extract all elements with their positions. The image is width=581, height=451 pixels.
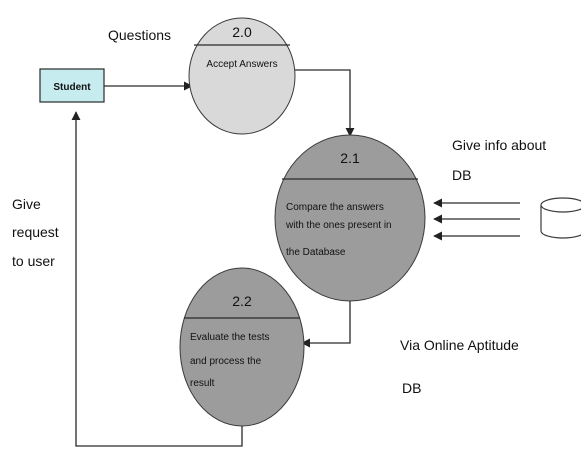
give-info-label: DB xyxy=(452,167,471,183)
process-evaluate-tests: 2.2 Evaluate the tests and process the r… xyxy=(179,267,305,427)
give-request-label: request xyxy=(12,224,59,240)
result-to-student-arrow xyxy=(71,111,243,447)
process-text-line: Accept Answers xyxy=(206,59,277,70)
process-accept-answers: 2.0 Accept Answers xyxy=(188,17,296,135)
process-text-line: Compare the answers xyxy=(286,202,384,213)
process-text-line: and process the xyxy=(190,356,262,367)
process-number: 2.2 xyxy=(232,293,252,309)
process-text-line: the Database xyxy=(286,247,346,258)
compare-to-evaluate-arrow xyxy=(301,300,351,348)
give-request-label: to user xyxy=(12,253,55,269)
student-entity: Student xyxy=(39,68,105,103)
process-number: 2.0 xyxy=(232,24,252,40)
student-label: Student xyxy=(53,82,91,93)
process-text-line: Evaluate the tests xyxy=(190,332,270,343)
process-text-line: result xyxy=(190,378,215,389)
give-request-label: Give xyxy=(12,196,41,212)
questions-label: Questions xyxy=(108,27,171,43)
accept-to-compare-arrow xyxy=(292,69,355,137)
db-label: DB xyxy=(402,380,421,396)
process-text-line: with the ones present in xyxy=(285,220,392,231)
database-cylinder-icon xyxy=(540,197,581,239)
process-compare-answers: 2.1 Compare the answers with the ones pr… xyxy=(274,134,426,302)
give-info-label: Give info about xyxy=(452,137,546,153)
via-online-label: Via Online Aptitude xyxy=(400,337,519,353)
process-number: 2.1 xyxy=(340,150,360,166)
